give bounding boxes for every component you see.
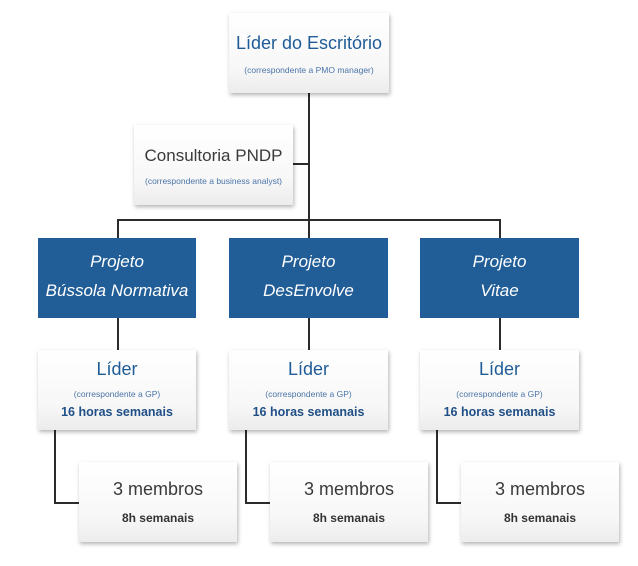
connector-leader-1: [117, 318, 119, 350]
connector-members-1-vertical: [54, 430, 56, 503]
members-1-hours: 8h semanais: [121, 511, 195, 525]
leader-1-subtitle: (correspondente a GP): [73, 389, 161, 399]
leader-2-subtitle: (correspondente a GP): [265, 389, 352, 399]
consultoria-subtitle: (correspondente a business analyst): [144, 176, 283, 186]
connector-members-2-horizontal: [245, 502, 270, 504]
project-box-desenvolve: Projeto DesEnvolve: [229, 238, 388, 318]
project-box-bussola: Projeto Bússola Normativa: [38, 238, 196, 318]
members-2-hours: 8h semanais: [312, 511, 386, 525]
connector-consultoria: [292, 163, 309, 165]
project-1-line1: Projeto: [90, 252, 144, 271]
leader-2-hours: 16 horas semanais: [252, 405, 365, 419]
connector-leader-3: [499, 318, 501, 350]
members-box-3: 3 membros 8h semanais: [461, 462, 619, 542]
connector-top-trunk: [308, 93, 310, 221]
members-2-title: 3 membros: [303, 479, 395, 499]
project-1-line2: Bússola Normativa: [45, 281, 189, 300]
project-2-line1: Projeto: [281, 252, 336, 271]
leader-1-hours: 16 horas semanais: [61, 405, 173, 419]
connector-project-3: [499, 219, 501, 239]
consultoria-box: Consultoria PNDP (correspondente a busin…: [134, 125, 293, 205]
leader-3-hours: 16 horas semanais: [443, 405, 556, 419]
leader-box-1: Líder (correspondente a GP) 16 horas sem…: [38, 350, 196, 430]
members-1-title: 3 membros: [112, 479, 204, 499]
connector-leader-2: [308, 318, 310, 350]
project-3-line2: Vitae: [480, 281, 519, 300]
leader-1-title: Líder: [96, 359, 138, 379]
connector-project-2: [308, 219, 310, 239]
connector-members-3-vertical: [436, 430, 438, 503]
connector-members-2-vertical: [245, 430, 247, 503]
leader-2-title: Líder: [287, 359, 330, 379]
project-box-vitae: Projeto Vitae: [420, 238, 579, 318]
members-3-hours: 8h semanais: [503, 511, 577, 525]
leader-3-subtitle: (correspondente a GP): [456, 389, 543, 399]
members-3-title: 3 membros: [494, 479, 586, 499]
members-box-2: 3 membros 8h semanais: [270, 462, 428, 542]
project-3-line1: Projeto: [472, 252, 527, 271]
consultoria-title: Consultoria PNDP: [144, 146, 283, 165]
leader-box-2: Líder (correspondente a GP) 16 horas sem…: [229, 350, 388, 430]
office-leader-subtitle: (correspondente a PMO manager): [244, 65, 374, 75]
project-2-line2: DesEnvolve: [263, 281, 354, 300]
leader-box-3: Líder (correspondente a GP) 16 horas sem…: [420, 350, 579, 430]
office-leader-box: Líder do Escritório (correspondente a PM…: [229, 13, 389, 93]
office-leader-title: Líder do Escritório: [235, 33, 383, 53]
connector-members-3-horizontal: [436, 502, 461, 504]
leader-3-title: Líder: [478, 359, 521, 379]
connector-project-1: [117, 219, 119, 239]
members-box-1: 3 membros 8h semanais: [79, 462, 237, 542]
connector-members-1-horizontal: [54, 502, 79, 504]
